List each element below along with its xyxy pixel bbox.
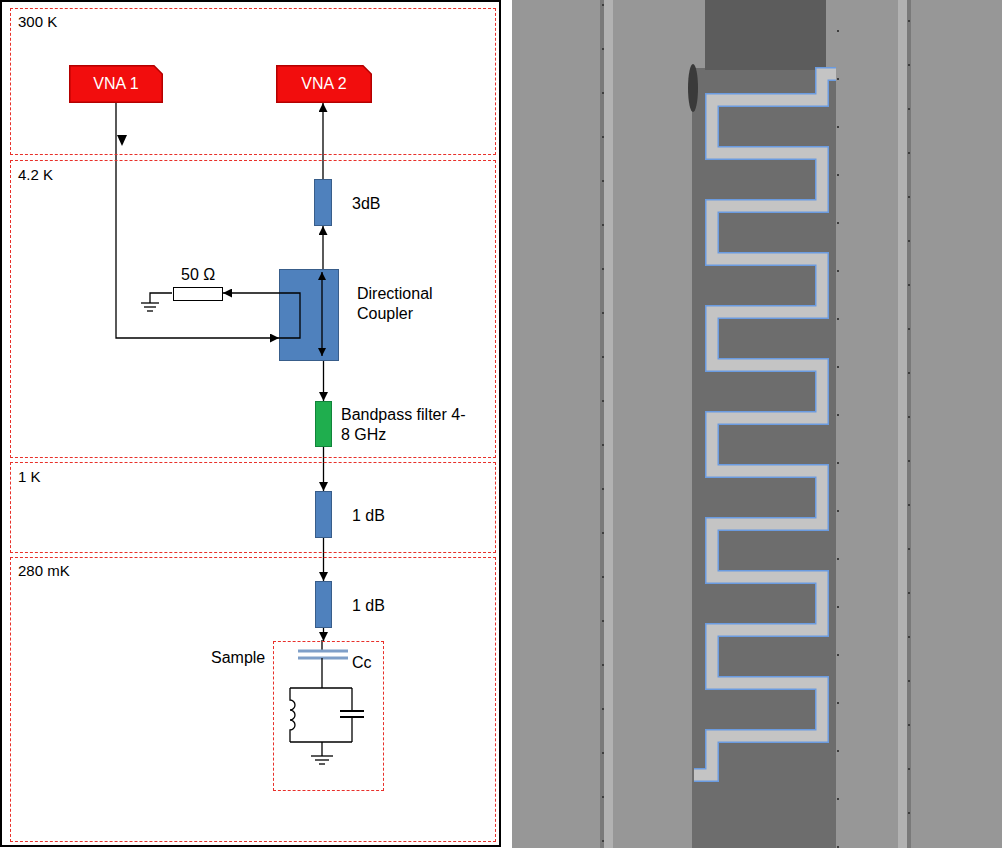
sem-channel (692, 68, 836, 848)
component-label: Cc (352, 653, 372, 673)
ground-symbol (319, 763, 325, 764)
sem-dots (908, 20, 910, 848)
signal-line (323, 447, 324, 491)
sem-edge (907, 0, 911, 848)
node-label: Bandpass filter 4-8 GHz (341, 405, 466, 445)
node-label: 4.2 K (18, 166, 53, 185)
wire (290, 741, 352, 742)
sem-image (512, 0, 1002, 848)
sem-pad (705, 0, 826, 70)
ground-wire (141, 293, 172, 311)
wire (321, 742, 322, 756)
node-label: 1 K (18, 468, 41, 487)
temperature-stage: 1 K 1 dB (10, 462, 496, 553)
node-label: 1 dB (352, 506, 385, 526)
node-label: 3dB (352, 194, 380, 214)
panel-frame (1, 1, 500, 846)
ground-symbol (141, 302, 159, 303)
sem-edge (898, 0, 907, 848)
temperature-stage: 4.2 K 3dB 50 Ω Directional CouplerBandpass … (10, 160, 496, 458)
capacitor-plate (298, 650, 348, 653)
instrument-box: VNA 2 (276, 65, 372, 103)
filter-box: Bandpass filter 4-8 GHz (315, 401, 332, 447)
coupled-line (279, 293, 300, 338)
node-label: 280 mK (18, 562, 70, 581)
attenuator-box: 1 dB (315, 581, 332, 628)
node-label: 1 dB (352, 596, 385, 616)
node-label: VNA 1 (93, 74, 138, 94)
attenuator-box: 1 dB (315, 491, 332, 538)
node-label: Directional Coupler (357, 284, 457, 324)
instrument-box: VNA 1 (69, 65, 163, 103)
instrument-outline (70, 66, 163, 103)
temperature-stage: 280 mK 1 dB Sample (10, 557, 496, 842)
signal-line (322, 103, 323, 179)
sem-edge (600, 0, 604, 848)
signal-line (323, 628, 324, 641)
temperature-stage: 300 K VNA 1 VNA 2 (10, 8, 496, 155)
ground-symbol (144, 306, 156, 307)
node-label: VNA 2 (301, 74, 346, 94)
resistor-symbol: 50 Ω (173, 287, 223, 301)
sem-dots (837, 30, 839, 848)
capacitor-plate (298, 657, 348, 660)
signal-line (323, 361, 324, 401)
flow-arrowhead (117, 135, 127, 146)
capacitor-symbol (340, 710, 364, 712)
through-line (321, 272, 322, 356)
instrument-outline (277, 66, 372, 103)
signal-line (223, 292, 279, 293)
signal-line (322, 226, 323, 269)
attenuator-box: 3dB (314, 179, 332, 226)
wire (290, 687, 352, 688)
signal-line (116, 103, 279, 338)
node-label: Sample (211, 648, 265, 668)
ground-symbol (311, 755, 333, 756)
sem-edge (604, 0, 613, 848)
wire (351, 717, 352, 742)
sem-background (512, 0, 1002, 848)
node-label: 50 Ω (181, 265, 215, 285)
ground-symbol (315, 759, 329, 760)
wire (150, 293, 172, 303)
meander-outline (694, 74, 836, 775)
ground-symbol (147, 310, 153, 311)
inductor-symbol (290, 688, 295, 742)
coupler-box: Directional Coupler (279, 269, 339, 361)
sem-dots (602, 4, 604, 848)
sem-smudge (688, 64, 698, 112)
signal-line (323, 538, 324, 581)
node-label: 300 K (18, 13, 57, 32)
wire (321, 658, 322, 688)
meander-resonator (694, 74, 836, 775)
wire (351, 688, 352, 711)
